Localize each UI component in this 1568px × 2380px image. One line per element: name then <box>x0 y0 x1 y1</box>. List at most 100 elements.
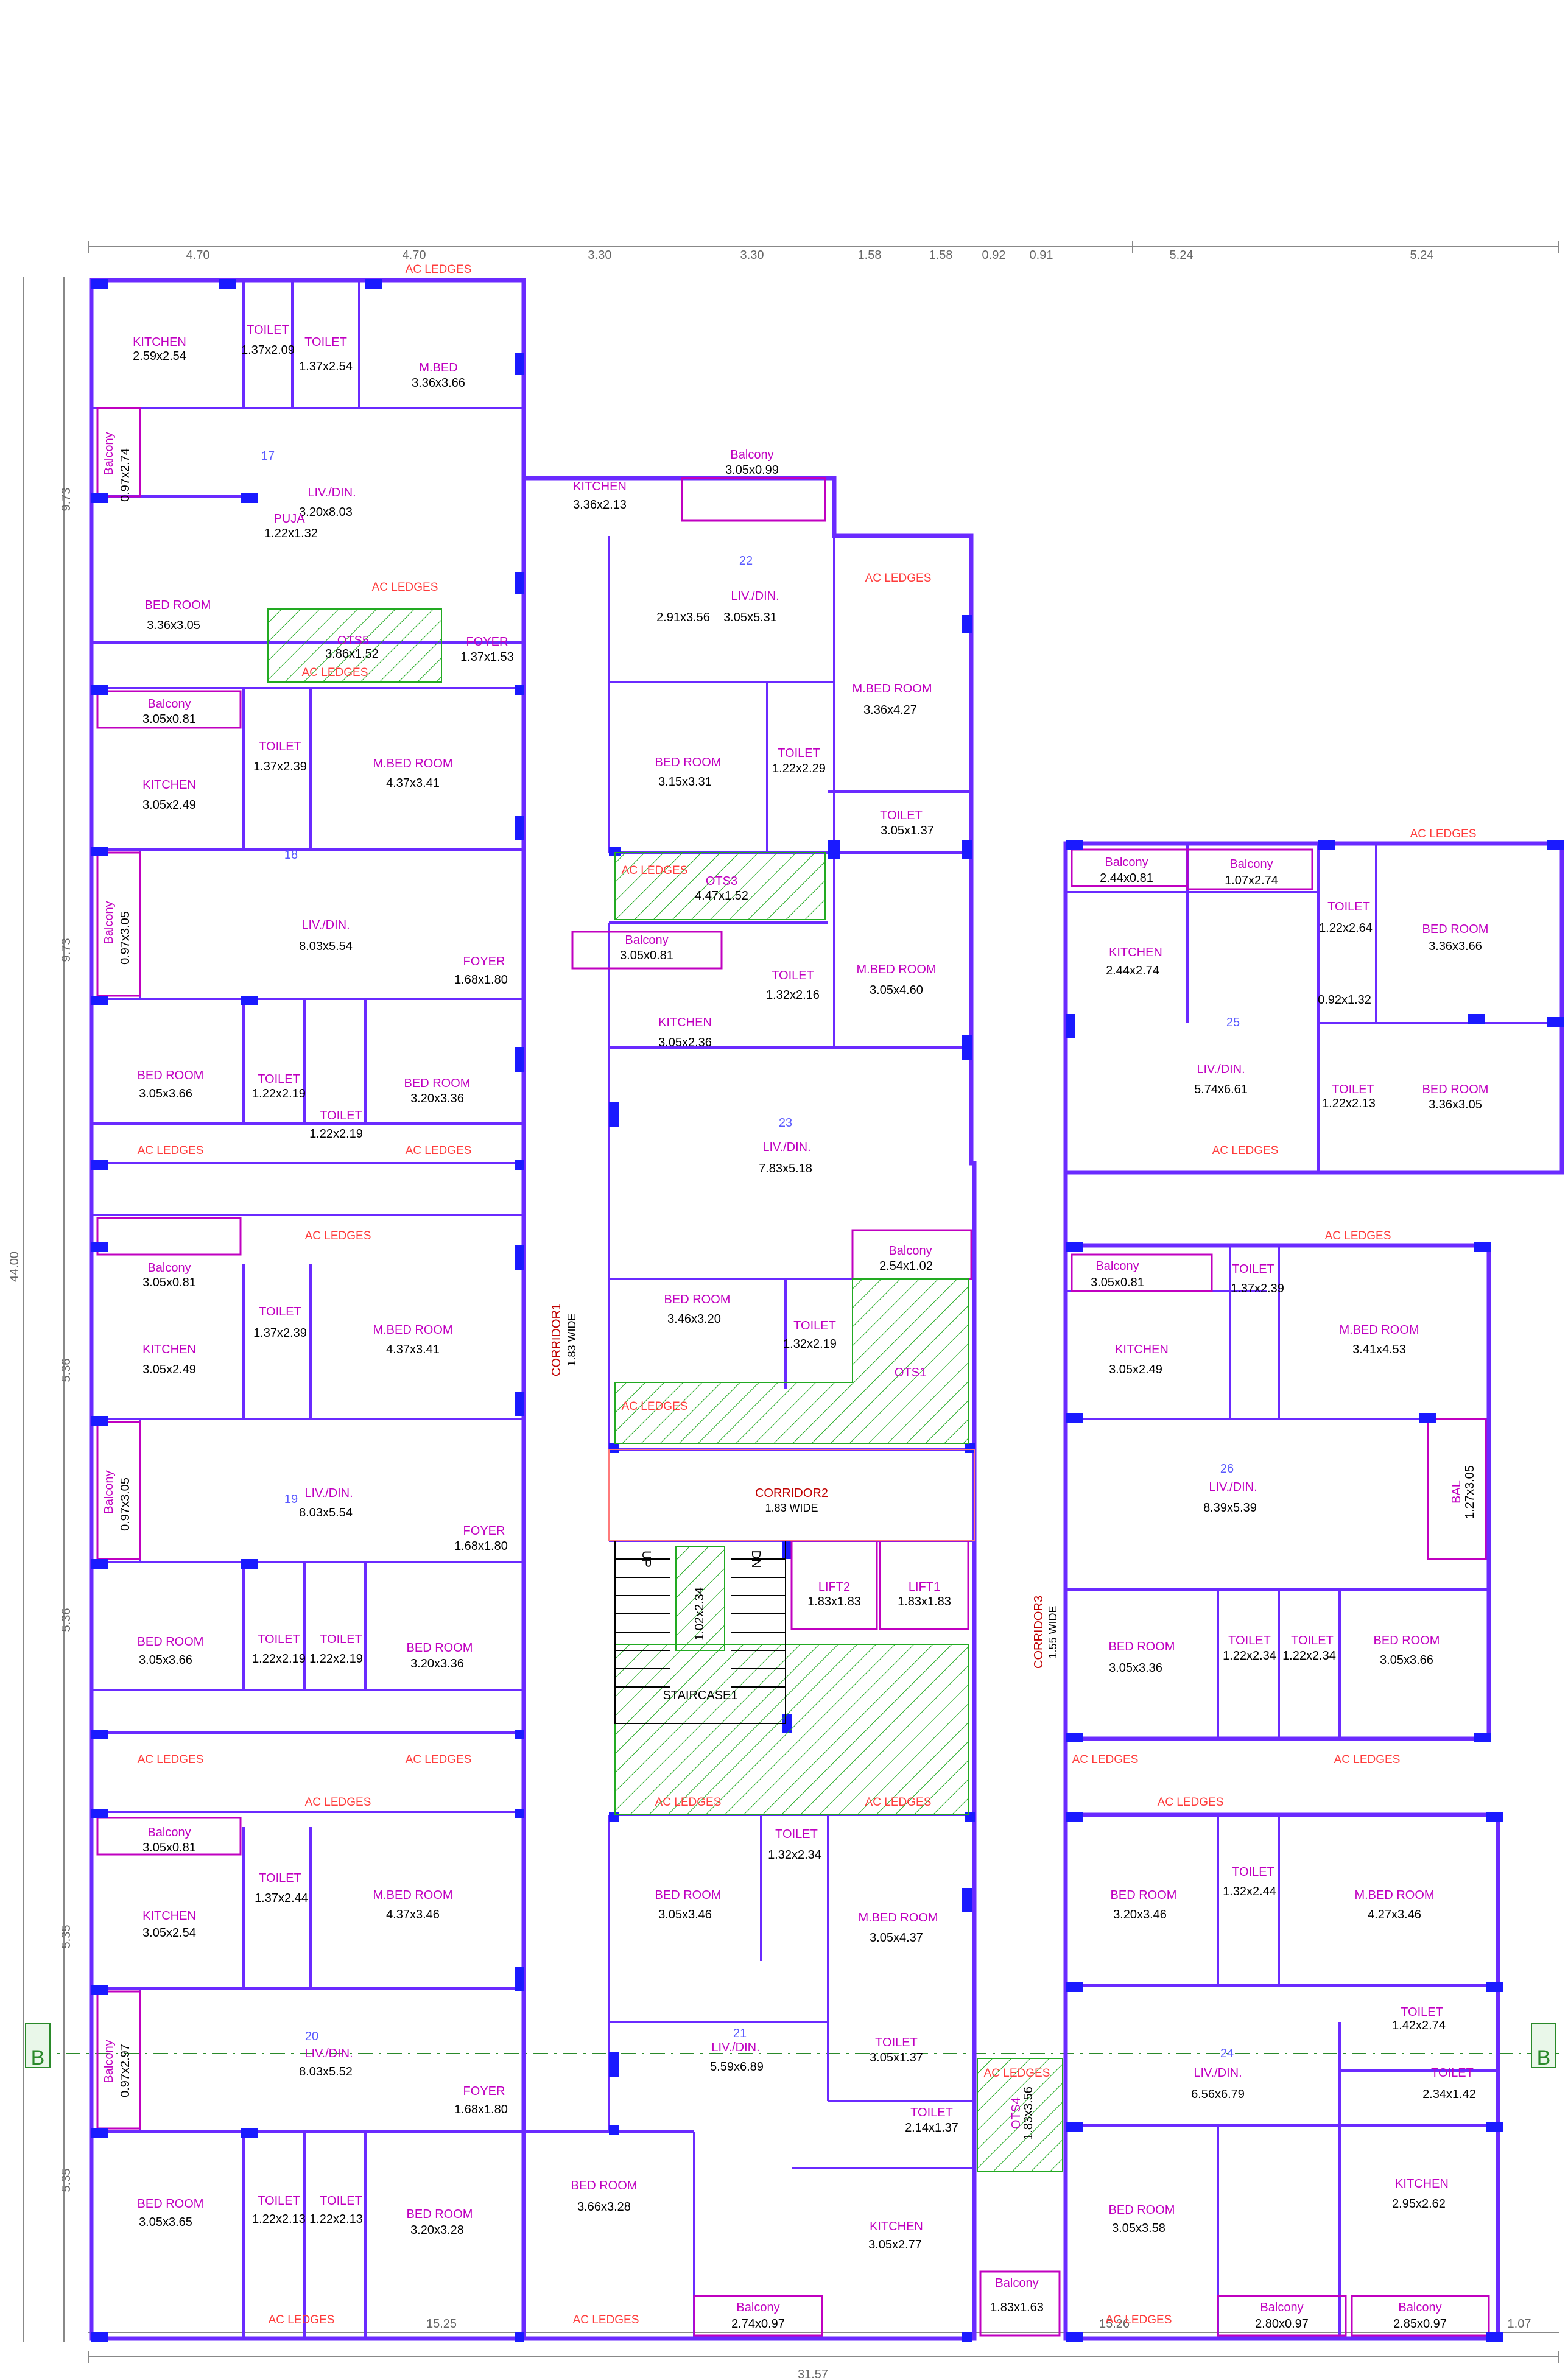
ac-ledge-label: AC LEDGES <box>372 581 438 594</box>
room-name: FOYER <box>463 955 505 968</box>
room-name: Balcony <box>1095 1259 1139 1273</box>
room-name: BAL <box>1450 1480 1463 1504</box>
room-size: 3.46x3.20 <box>667 1312 721 1326</box>
room-size: 8.03x5.54 <box>299 1506 353 1519</box>
balconies <box>96 407 1490 2337</box>
room-size: 4.37x3.41 <box>386 1343 440 1356</box>
room-name: TOILET <box>258 1072 300 1086</box>
room-name: OTS5 <box>337 634 369 647</box>
room-name: TOILET <box>259 1871 301 1885</box>
grid-marker-right: B <box>1531 2023 1556 2069</box>
room-name: Balcony <box>147 1826 191 1839</box>
ac-ledge-label: AC LEDGES <box>406 1144 472 1157</box>
top-dim: 5.24 <box>1170 248 1194 262</box>
ac-ledge-label: AC LEDGES <box>302 666 368 679</box>
grid-marker-label: B <box>31 2046 45 2069</box>
room-size: 5.74x6.61 <box>1194 1083 1248 1096</box>
room-name: LIV./DIN. <box>711 2041 759 2054</box>
left-dim: 9.73 <box>60 488 73 512</box>
room-size: 1.22x2.19 <box>252 1652 306 1666</box>
ac-ledge-label: AC LEDGES <box>406 263 472 276</box>
room-size: 2.80x0.97 <box>1255 2317 1309 2331</box>
ac-ledge-label: AC LEDGES <box>1410 828 1477 840</box>
ac-ledge-label: AC LEDGES <box>984 2067 1050 2080</box>
room-name: TOILET <box>259 740 301 753</box>
unit-number: 18 <box>284 848 298 862</box>
unit-22: 22 KITCHEN 3.36x2.13 Balcony 3.05x0.99 L… <box>573 448 934 903</box>
room-name: KITCHEN <box>142 778 196 792</box>
room-name: Balcony <box>102 1470 116 1513</box>
room-size: 1.32x2.44 <box>1223 1885 1276 1898</box>
room-size: 3.05x3.36 <box>1109 1661 1162 1675</box>
top-dim: 1.58 <box>858 248 882 262</box>
room-size: 3.36x3.05 <box>147 619 200 632</box>
room-name: Balcony <box>736 2301 779 2314</box>
unit-number: 17 <box>261 449 275 463</box>
room-size: 8.39x5.39 <box>1203 1501 1257 1515</box>
room-size: 1.37x2.39 <box>1231 1282 1284 1295</box>
room-size: 3.05x0.99 <box>725 463 779 477</box>
room-size: 1.68x1.80 <box>454 973 508 987</box>
room-name: TOILET <box>910 2106 953 2119</box>
room-name: BED ROOM <box>1109 1640 1175 1653</box>
ac-ledge-label: AC LEDGES <box>1106 2314 1172 2326</box>
bottom-dim-total: 31.57 <box>798 2368 828 2380</box>
room-size: 1.22x2.19 <box>309 1127 363 1141</box>
room-name: KITCHEN <box>142 1909 196 1923</box>
corridor-labels: CORRIDOR2 1.83 WIDE CORRIDOR1 1.83 WIDE … <box>550 1303 1059 1669</box>
ac-ledge-label: AC LEDGES <box>1212 1144 1279 1157</box>
room-size: 3.05x2.36 <box>658 1036 712 1049</box>
ac-ledges: AC LEDGES AC LEDGES AC LEDGES AC LEDGES … <box>138 263 1477 2326</box>
ac-ledge-label: AC LEDGES <box>573 2314 639 2326</box>
room-name: KITCHEN <box>142 1343 196 1356</box>
room-name: TOILET <box>772 969 814 982</box>
room-name: TOILET <box>880 809 923 822</box>
bottom-dim-tail: 1.07 <box>1508 2317 1531 2331</box>
room-size: 3.05x1.37 <box>881 824 934 837</box>
room-size: 3.05x5.31 <box>723 611 777 624</box>
room-name: KITCHEN <box>573 480 627 493</box>
room-size: 3.20x3.36 <box>410 1092 464 1105</box>
unit-number: 20 <box>305 2030 318 2043</box>
room-size: 1.83x3.56 <box>1022 2086 1035 2140</box>
room-size: 2.14x1.37 <box>905 2121 958 2135</box>
room-size: 1.22x2.64 <box>1319 921 1373 935</box>
staircase-treads <box>614 1540 786 1724</box>
room-size: 2.44x2.74 <box>1106 964 1159 977</box>
room-size: 3.05x0.81 <box>142 1276 196 1289</box>
unit-number: 26 <box>1220 1462 1234 1476</box>
ots-shafts <box>267 608 1063 2172</box>
ac-ledge-label: AC LEDGES <box>1072 1753 1139 1766</box>
stair-well-size: 1.02x2.34 <box>693 1587 706 1641</box>
lift1-size: 1.83x1.83 <box>898 1595 951 1608</box>
stair-dn-label: DN <box>749 1551 762 1568</box>
room-name: Balcony <box>730 448 773 462</box>
bottom-dim-right: 15.26 <box>1099 2317 1130 2331</box>
room-size: 0.97x2.97 <box>119 2044 132 2097</box>
room-size: 8.03x5.54 <box>299 940 353 953</box>
room-name: BED ROOM <box>655 1889 722 1902</box>
room-name: LIV./DIN. <box>1209 1480 1257 1494</box>
room-size: 3.36x2.13 <box>573 498 627 512</box>
room-name: KITCHEN <box>1109 946 1162 959</box>
top-dim: 3.30 <box>740 248 764 262</box>
room-size: 1.07x2.74 <box>1225 874 1278 887</box>
room-name: TOILET <box>1431 2066 1474 2080</box>
lift2-size: 1.83x1.83 <box>807 1595 861 1608</box>
room-size: 3.05x3.58 <box>1112 2222 1165 2235</box>
ac-ledge-label: AC LEDGES <box>622 1400 688 1413</box>
room-size: 5.59x6.89 <box>710 2060 764 2074</box>
room-name: LIV./DIN. <box>1194 2066 1242 2080</box>
room-name: LIV./DIN. <box>762 1141 810 1154</box>
ac-ledge-label: AC LEDGES <box>138 1144 204 1157</box>
room-name: TOILET <box>1401 2005 1443 2019</box>
staircase-label: STAIRCASE1 <box>663 1689 738 1702</box>
room-size: 1.37x2.39 <box>253 1326 307 1340</box>
room-size: 2.95x2.62 <box>1392 2197 1446 2211</box>
room-size: 1.22x2.13 <box>252 2213 306 2226</box>
room-size: 3.05x2.49 <box>1109 1363 1162 1376</box>
room-size: 1.22x2.13 <box>1322 1097 1376 1110</box>
room-size: 3.05x2.49 <box>142 1363 196 1376</box>
top-dim: 0.92 <box>982 248 1006 262</box>
